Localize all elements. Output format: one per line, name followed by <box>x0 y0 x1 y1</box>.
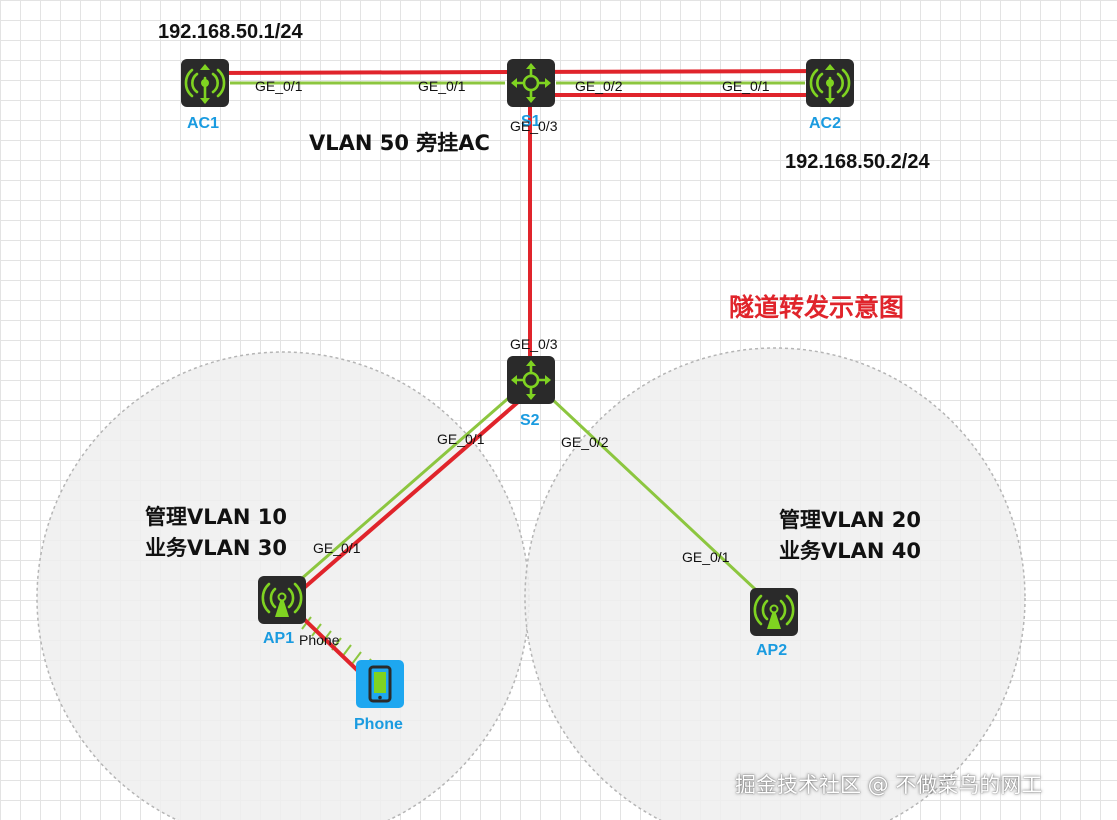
port-label-s1-ge03: GE_0/3 <box>510 118 558 134</box>
s1-switch-icon[interactable] <box>506 58 556 108</box>
s2-switch-icon[interactable] <box>506 355 556 405</box>
device-label-ac2: AC2 <box>809 115 842 132</box>
ap1-vlan-info: 管理VLAN 10 业务VLAN 30 <box>145 502 287 564</box>
port-label-s2-ge01: GE_0/1 <box>437 431 485 447</box>
port-label-s1-ge02: GE_0/2 <box>575 78 623 94</box>
device-label-s2: S2 <box>520 412 540 429</box>
ap2-mgmt-vlan: 管理VLAN 20 <box>779 508 921 532</box>
ap1-service-vlan: 业务VLAN 30 <box>145 536 287 560</box>
tunnel-arrow-to-ac1 <box>200 63 521 82</box>
port-label-s1-ge01: GE_0/1 <box>418 78 466 94</box>
ap2-service-vlan: 业务VLAN 40 <box>779 539 921 563</box>
vlan50-bypass-ac-note: VLAN 50 旁挂AC <box>309 131 490 155</box>
diagram-title: 隧道转发示意图 <box>729 293 905 322</box>
ac2-ip-address: 192.168.50.2/24 <box>785 151 930 173</box>
link-s2-ap2 <box>551 398 758 592</box>
device-label-s1: S1 <box>521 113 541 130</box>
port-label-wireless-phone: Phone <box>299 632 340 648</box>
tunnel-arrow-to-ac2 <box>517 62 837 81</box>
ap2-vlan-info: 管理VLAN 20 业务VLAN 40 <box>779 505 921 567</box>
tunnel-arrow-ap1-s2 <box>279 380 543 610</box>
port-label-ap2-ge01: GE_0/1 <box>682 549 730 565</box>
port-label-s2-ge02: GE_0/2 <box>561 434 609 450</box>
device-label-ap2: AP2 <box>756 642 788 659</box>
port-label-s2-ge03: GE_0/3 <box>510 336 558 352</box>
ac2-icon[interactable] <box>805 58 855 108</box>
ap1-mgmt-vlan: 管理VLAN 10 <box>145 505 287 529</box>
port-label-ac1-ge01: GE_0/1 <box>255 78 303 94</box>
ap2-icon[interactable] <box>749 587 799 637</box>
ac1-ip-address: 192.168.50.1/24 <box>158 21 303 43</box>
ac1-icon[interactable] <box>180 58 230 108</box>
ap2-coverage-area <box>524 347 1026 820</box>
watermark: 掘金技术社区 @ 不做菜鸟的网工 <box>735 773 1043 797</box>
ap1-icon[interactable] <box>257 575 307 625</box>
device-label-phone: Phone <box>354 716 403 733</box>
port-label-ap1-ge01: GE_0/1 <box>313 540 361 556</box>
port-label-ac2-ge01: GE_0/1 <box>722 78 770 94</box>
phone-icon[interactable] <box>355 659 405 709</box>
device-label-ac1: AC1 <box>187 115 220 132</box>
device-label-ap1: AP1 <box>263 630 295 647</box>
